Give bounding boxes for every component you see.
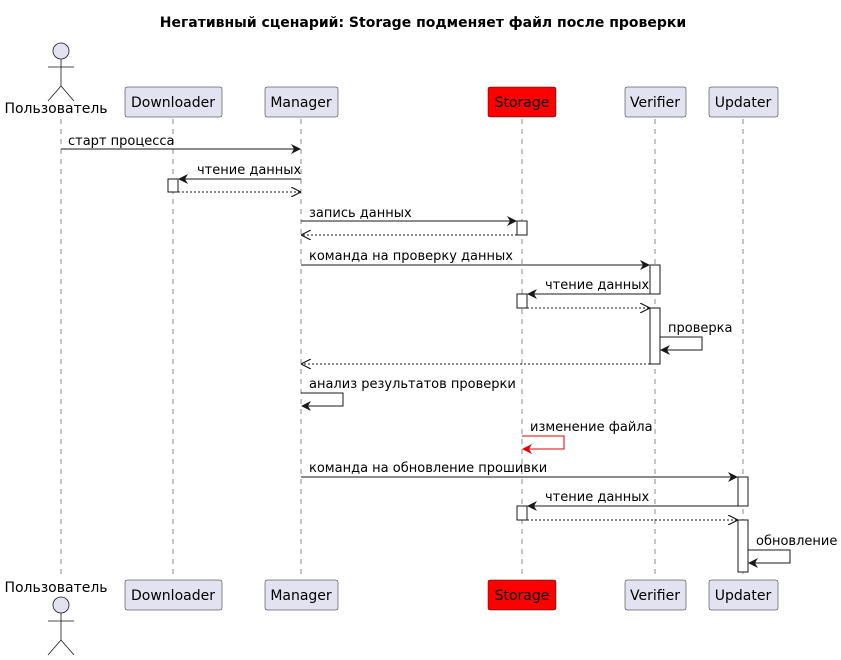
activation-updater-1 xyxy=(737,476,749,507)
participant-label: Manager xyxy=(270,95,332,111)
message-update-command: команда на обновление прошивки xyxy=(301,461,738,482)
message-label: анализ результатов проверки xyxy=(309,377,516,392)
participant-label: Storage xyxy=(495,588,550,604)
actor-user-bottom: Пользователь xyxy=(4,580,108,656)
participant-label: Updater xyxy=(715,588,772,604)
diagram-title: Негативный сценарий: Storage подменяет ф… xyxy=(160,15,686,31)
participant-storage-bottom: Storage xyxy=(487,579,557,611)
participant-downloader-top: Downloader xyxy=(124,86,223,118)
activation-updater-2 xyxy=(737,519,749,573)
participant-label: Verifier xyxy=(630,588,680,604)
participant-label: Пользователь xyxy=(4,580,107,596)
participant-storage-top: Storage xyxy=(487,86,557,118)
participant-verifier-bottom: Verifier xyxy=(624,579,687,611)
message-label: чтение данных xyxy=(197,163,302,178)
activation-verifier-2 xyxy=(649,307,661,365)
message-self-update: обновление xyxy=(748,534,837,568)
activation-storage-read-2 xyxy=(516,505,528,521)
message-label: запись данных xyxy=(309,206,412,221)
message-label: чтение данных xyxy=(545,490,650,505)
message-start-process: старт процесса xyxy=(61,134,301,154)
message-write-data: запись данных xyxy=(301,206,517,226)
message-self-check: проверка xyxy=(660,321,732,355)
actor-icon xyxy=(47,596,75,656)
participant-label: Пользователь xyxy=(4,101,107,117)
participant-downloader-bottom: Downloader xyxy=(124,579,223,611)
message-label: изменение файла xyxy=(530,420,653,435)
participant-manager-top: Manager xyxy=(264,86,339,118)
message-read-data-storage-2: чтение данных xyxy=(527,490,738,511)
participant-label: Downloader xyxy=(131,588,215,604)
participant-label: Storage xyxy=(495,95,550,111)
participant-verifier-top: Verifier xyxy=(624,86,687,118)
message-label: чтение данных xyxy=(545,278,650,293)
message-self-file-change: изменение файла xyxy=(522,420,653,454)
actor-user-top: Пользователь xyxy=(4,42,108,117)
message-read-data-storage-1: чтение данных xyxy=(527,278,650,299)
message-label: команда на обновление прошивки xyxy=(309,461,547,476)
participant-label: Downloader xyxy=(131,95,215,111)
activation-storage-read-1 xyxy=(516,293,528,309)
participant-label: Verifier xyxy=(630,95,680,111)
message-read-data-downloader: чтение данных xyxy=(178,163,302,184)
activation-storage-write xyxy=(516,220,528,236)
participant-manager-bottom: Manager xyxy=(264,579,339,611)
participant-updater-bottom: Updater xyxy=(708,579,779,611)
activation-verifier-1 xyxy=(649,264,661,295)
participant-label: Manager xyxy=(270,588,332,604)
message-label: обновление xyxy=(756,534,837,549)
message-self-analysis: анализ результатов проверки xyxy=(301,377,516,411)
activation-downloader xyxy=(167,178,179,193)
message-label: команда на проверку данных xyxy=(309,249,513,264)
participant-label: Updater xyxy=(715,95,772,111)
participant-updater-top: Updater xyxy=(708,86,779,118)
actor-icon xyxy=(47,42,75,102)
message-label: проверка xyxy=(668,321,732,336)
message-verify-command: команда на проверку данных xyxy=(301,249,650,270)
message-label: старт процесса xyxy=(68,134,174,149)
